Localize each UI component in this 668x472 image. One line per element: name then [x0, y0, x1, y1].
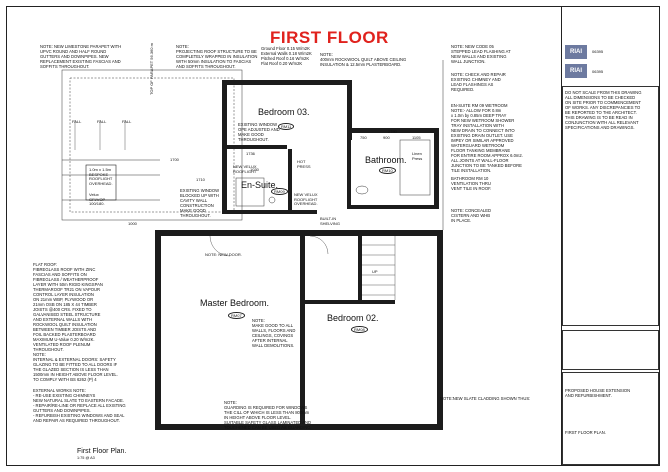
room-bedroom-02: Bedroom 02. [327, 313, 379, 323]
sheet-border [6, 6, 660, 466]
fall-label-3: FALL [122, 119, 132, 124]
hotpress-label: HOT PRESS [297, 159, 311, 169]
note-wetroom: EN-SUITE RM 09 WETROOM NOTE:- ALLOW FOR … [451, 103, 523, 173]
shower-tray [235, 177, 265, 207]
titleblock-project: PROPOSED HOUSE EXTENSION AND REFURBISHME… [565, 388, 631, 398]
note-bathroom-vent: BATHROOM RM 10 VENTILATION THRU VENT TIL… [451, 176, 492, 191]
velux-rooflight-label: NEW VELUX ROOFLIGHT OVERHEAD. [294, 192, 318, 207]
room-bathroom: Bathroom. [365, 155, 407, 165]
note-external-works: EXTERNAL WORKS NOTE: - RE-USE EXISTING C… [33, 388, 126, 423]
builtin-shelving-label: BUILT-IN SHELVING [320, 216, 340, 226]
note-projecting-roof: NOTE: PROJECTING ROOF STRUCTURE TO BE CO… [176, 44, 258, 69]
note-chimney: NOTE: CHECK AND REPAIR EXISTING CHIMNEY … [451, 72, 506, 92]
door-master [209, 235, 231, 257]
bath-basin [355, 185, 369, 195]
bathtub [399, 139, 431, 196]
top-parapet-label: TOP OF PARAPET 56.360 m [149, 43, 154, 95]
note-safety-glazing: NOTE: INTERNAL & EXTERNAL DOORS: SAFETY … [33, 352, 118, 382]
room-tag-bedroom-03: RM11 [278, 123, 295, 130]
note-make-good: NOTE: MAKE GOOD TO ALL WALLS, FLOORS AND… [252, 318, 296, 348]
fall-label-2: FALL [97, 119, 107, 124]
room-ensuite: En-Suite. [241, 180, 279, 190]
note-slate-cladding: NOTE:NEW SLATE CLADDING SHOWN THUS: [440, 396, 531, 401]
note-window-blocked: EXISTING WINDOW BLOCKED UP WITH CAVITY W… [180, 188, 220, 218]
plan-scale: 1:75 @ A3 [77, 456, 95, 460]
fall-label-1: FALL [72, 119, 82, 124]
bespoke-rooflight [85, 164, 117, 201]
stairs-up-label: UP [372, 269, 378, 274]
ensuite-wc [268, 196, 276, 204]
fall-arrows [74, 120, 126, 150]
room-tag-master: RM07 [228, 312, 245, 319]
stairs [362, 236, 396, 300]
room-master-bedroom: Master Bedroom. [200, 298, 270, 308]
room-tag-bathroom: RM10 [379, 167, 396, 174]
riai-number-1: 06395 [592, 49, 604, 54]
titleblock-general-notes: DO NOT SCALE FROM THIS DRAWING ALL DIMEN… [565, 90, 642, 130]
room-tag-ensuite: RM09 [271, 188, 288, 195]
dim-1105: 1105 [412, 135, 421, 140]
riai-logo-2: RIAI [565, 64, 587, 78]
riai-logo-1: RIAI [565, 45, 587, 59]
dim-2790: 2790 [388, 129, 397, 134]
note-guarding: NOTE: GUARDING IS REQUIRED FOR WINDOWS T… [224, 400, 312, 430]
walls [155, 80, 443, 430]
note-new-code: NOTE: NEW CODE 05 STEPPED LEAD FLASHING … [451, 44, 511, 64]
titleblock-divider [561, 6, 562, 466]
dim-1710: 1710 [196, 177, 205, 182]
dim-900: 900 [383, 135, 390, 140]
note-u-values: Ground Floor 0.15 W/m2K External Walls 0… [261, 46, 312, 66]
titleblock-info-box [562, 372, 659, 465]
titleblock-notes-box [562, 86, 659, 326]
room-bedroom-03: Bedroom 03. [258, 107, 310, 117]
room-tag-bedroom-02: RM08 [351, 326, 368, 333]
titleblock-logo-box [562, 330, 659, 370]
note-flat-roof: FLAT ROOF: FIBREGLASS ROOF WITH ZINC FAS… [33, 262, 103, 352]
dim-1000: 1000 [128, 221, 137, 226]
note-insulation: NOTE: 400mm ROCKWOOL QUILT ABOVE CEILING… [320, 52, 407, 67]
drawing-title: FIRST FLOOR [270, 28, 389, 47]
note-window-adjusted: EXISTING WINDOW OPE ADJUSTED AND MAKE GO… [238, 122, 280, 142]
riai-number-2: 06395 [592, 69, 604, 74]
plan-title: First Floor Plan. [77, 448, 127, 455]
titleblock-drawing-name: FIRST FLOOR PLAN. [565, 430, 606, 435]
velux-label: Velux GFI/VOP 100/180. [89, 192, 106, 207]
bespoke-rooflight-label: 1.0m x 1.5m BESPOKE ROOFLIGHT OVERHEAD. [89, 167, 113, 186]
dim-1736: 1736 [246, 151, 255, 156]
new-window-label: NEW VELUX ROOFLIGHT [233, 164, 257, 174]
dim-750: 750 [360, 135, 367, 140]
dim-1700: 1700 [170, 157, 179, 162]
dim-1030: 1030 [250, 167, 259, 172]
linen-press-label: Linen Press [412, 151, 423, 161]
door-bedroom02 [309, 235, 329, 255]
new-door-label: NOTE: NEW DOOR. [205, 252, 242, 257]
note-concealed-cistern: NOTE: CONCEALED CISTERN AND WHB IN PLACE… [451, 208, 492, 223]
note-limestone-parapet: NOTE: NEW LIMESTONE PARAPET WITH UPVC RO… [40, 44, 122, 69]
